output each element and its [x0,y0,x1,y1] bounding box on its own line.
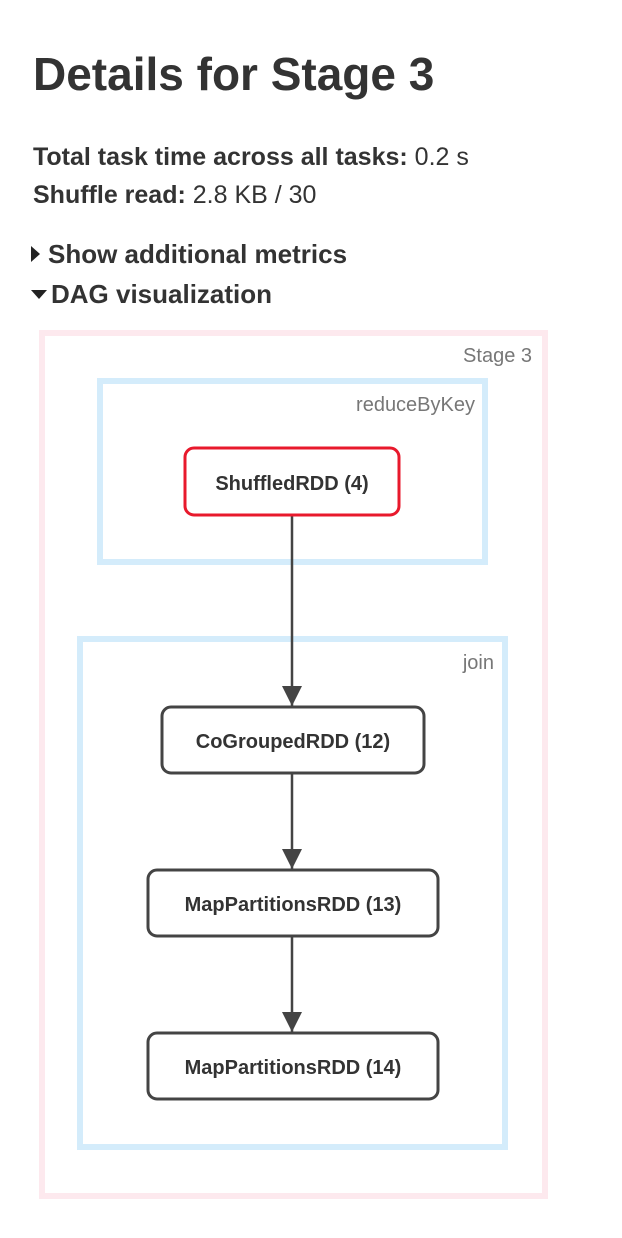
rdd-node-shuffled[interactable]: ShuffledRDD (4) [183,446,401,517]
rdd-node-label: MapPartitionsRDD (13) [185,894,402,916]
show-additional-metrics-toggle[interactable]: Show additional metrics [31,237,347,271]
total-task-time-value: 0.2 s [414,143,469,171]
total-task-time-row: Total task time across all tasks: 0.2 s [33,138,469,176]
stage-summary: Total task time across all tasks: 0.2 s … [33,138,469,214]
reducebykey-cluster-label: reduceByKey [356,394,475,416]
rdd-node-mappartitions-14[interactable]: MapPartitionsRDD (14) [146,1031,440,1101]
page-title: Details for Stage 3 [33,48,435,100]
total-task-time-label: Total task time across all tasks: [33,143,408,171]
shuffle-read-row: Shuffle read: 2.8 KB / 30 [33,176,469,214]
stage-cluster-label: Stage 3 [463,345,532,367]
caret-right-icon [31,246,40,263]
shuffle-read-label: Shuffle read: [33,181,186,209]
rdd-node-cogrouped[interactable]: CoGroupedRDD (12) [160,705,426,775]
dag-visualization-label: DAG visualization [51,279,273,309]
rdd-node-label: CoGroupedRDD (12) [196,731,390,753]
shuffle-read-value: 2.8 KB / 30 [192,181,317,209]
join-cluster-label: join [462,652,494,674]
rdd-node-label: MapPartitionsRDD (14) [185,1057,402,1079]
caret-down-icon [31,289,47,299]
dag-visualization-toggle[interactable]: DAG visualization [31,277,272,311]
stage-cluster [39,330,548,1199]
rdd-node-mappartitions-13[interactable]: MapPartitionsRDD (13) [146,868,440,938]
rdd-node-label: ShuffledRDD (4) [215,473,368,495]
show-additional-metrics-label: Show additional metrics [48,239,348,269]
